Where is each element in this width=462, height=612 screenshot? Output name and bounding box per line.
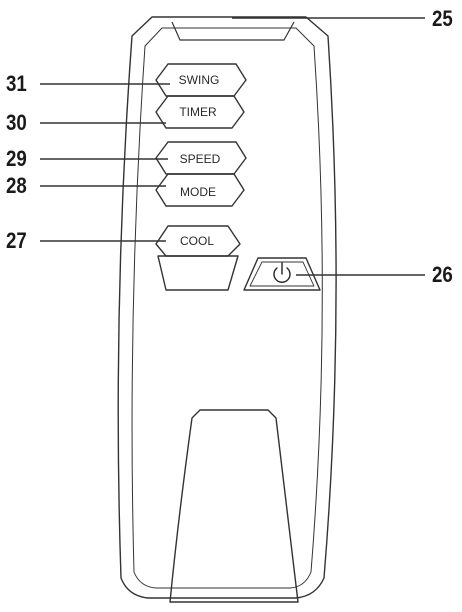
- remote-body-outer: [117, 16, 337, 599]
- callout-27: 27: [6, 228, 27, 253]
- timer-button-label: TIMER: [179, 105, 217, 119]
- blank-button-shape: [157, 255, 239, 291]
- ir-window: [171, 21, 295, 41]
- mode-button-label: MODE: [180, 185, 216, 199]
- mode-button-shape: [155, 173, 245, 207]
- battery-cover: [169, 409, 299, 603]
- swing-button-label: SWING: [178, 73, 220, 87]
- power-button-shape: [243, 257, 321, 291]
- callout-28: 28: [6, 173, 27, 198]
- timer-button-shape: [155, 95, 245, 129]
- power-icon: [273, 262, 291, 283]
- callout-29: 29: [6, 146, 27, 171]
- callout-26: 26: [432, 262, 453, 287]
- callout-30: 30: [6, 110, 27, 135]
- callout-25: 25: [432, 6, 453, 31]
- power-button-inner: [249, 261, 315, 287]
- cool-button-label: COOL: [179, 234, 215, 248]
- speed-button-label: SPEED: [179, 152, 221, 166]
- callout-31: 31: [6, 71, 27, 96]
- remote-body-inner: [131, 27, 323, 589]
